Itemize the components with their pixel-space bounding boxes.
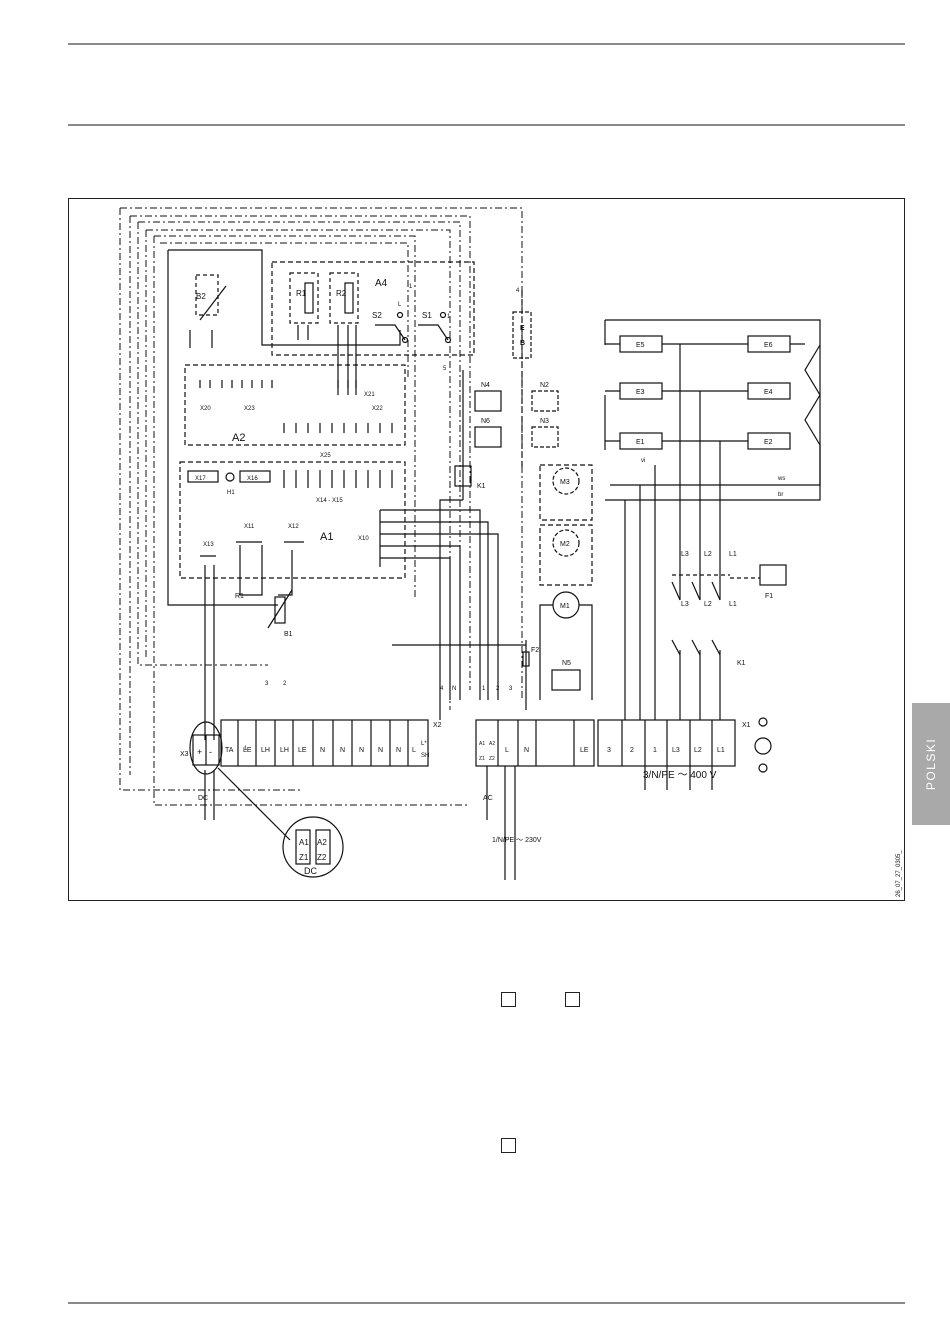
header-rule: [68, 124, 905, 126]
language-tab-label: POLSKI: [924, 737, 938, 791]
top-rule: [68, 43, 905, 45]
bottom-rule: [68, 1302, 905, 1304]
diagram-frame: [68, 198, 905, 901]
checkbox-1[interactable]: [501, 992, 516, 1007]
checkbox-2[interactable]: [565, 992, 580, 1007]
language-tab[interactable]: POLSKI: [912, 703, 950, 825]
checkbox-3[interactable]: [501, 1138, 516, 1153]
